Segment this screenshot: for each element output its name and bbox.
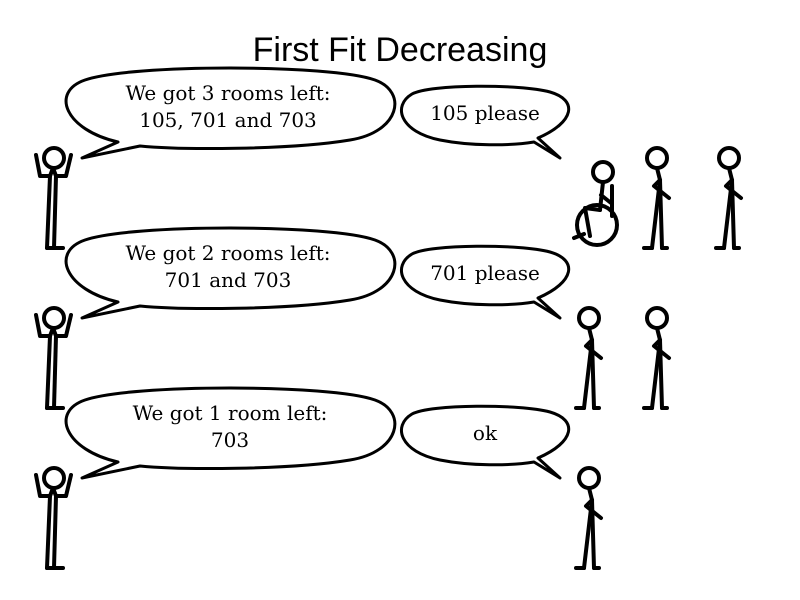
guest-reply-text: 701 please <box>430 261 540 285</box>
guest-speech-bubble <box>400 244 571 320</box>
guest-reply-text: 105 please <box>430 101 540 125</box>
wheelchair-user-figure <box>572 160 619 247</box>
clerk-speech-line-1: We got 3 rooms left: <box>125 81 330 105</box>
waiting-guest-figure <box>642 306 671 410</box>
clerk-speech-bubble <box>64 66 397 160</box>
guest-speech-bubble <box>400 404 571 480</box>
clerk-speech-bubble <box>64 386 397 480</box>
diagram-title: First Fit Decreasing <box>253 31 548 69</box>
clerk-figure <box>34 466 73 570</box>
clerk-speech-line-2: 701 and 703 <box>165 268 292 292</box>
clerk-speech-line-1: We got 1 room left: <box>133 401 328 425</box>
clerk-speech-line-2: 703 <box>211 428 249 452</box>
clerk-speech-line-1: We got 2 rooms left: <box>125 241 330 265</box>
clerk-speech-bubble <box>64 226 397 320</box>
row-3: We got 1 room left: 703 ok <box>34 386 603 570</box>
guest-speech-bubble <box>400 84 571 160</box>
guest-reply-text: ok <box>473 421 498 445</box>
waiting-guest-figure <box>714 146 743 250</box>
waiting-guest-figure <box>574 306 603 410</box>
clerk-figure <box>34 306 73 410</box>
row-2: We got 2 rooms left: 701 and 703 701 ple… <box>34 226 671 410</box>
waiting-guest-figure <box>574 466 603 570</box>
clerk-figure <box>34 146 73 250</box>
clerk-speech-line-2: 105, 701 and 703 <box>139 108 317 132</box>
waiting-guest-figure <box>642 146 671 250</box>
row-1: We got 3 rooms left: 105, 701 and 703 10… <box>34 66 743 250</box>
